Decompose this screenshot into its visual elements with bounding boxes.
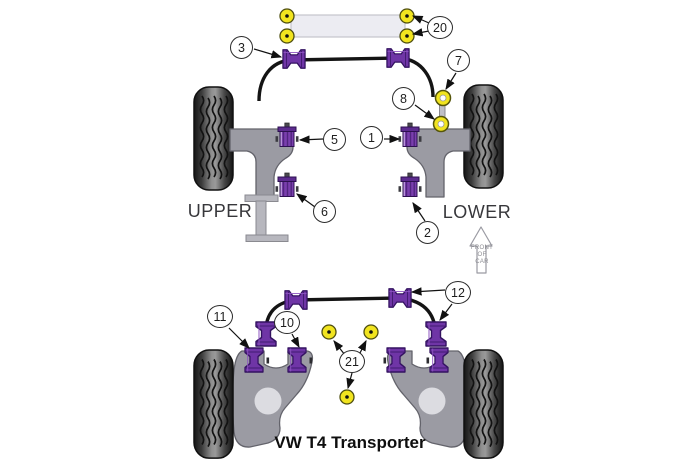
callout-8-label: 8	[400, 91, 407, 106]
callout-20: 20	[427, 16, 453, 39]
drop-link	[432, 89, 452, 133]
callout-1-label: 1	[368, 130, 375, 145]
callout-5: 5	[323, 128, 346, 151]
callout-7: 7	[447, 49, 470, 72]
front-of-car-line1: FRONT	[470, 245, 494, 251]
callout-10: 10	[274, 311, 300, 334]
rear-arb-bushing-right	[388, 288, 412, 308]
callout-2-label: 2	[424, 225, 431, 240]
callout-21-label: 21	[345, 354, 359, 369]
rear-arb-end-bushing-left	[255, 321, 277, 347]
front-of-car-line3: CAR	[475, 259, 489, 265]
front-of-car-arrow	[469, 226, 493, 274]
rear-tire-left	[194, 350, 233, 458]
rear-arb-bushing-left	[284, 290, 308, 310]
callout-11-label: 11	[213, 309, 227, 324]
upper-arm-rear-bushing-left	[274, 172, 300, 198]
callout-2: 2	[416, 221, 439, 244]
strut-brace-plate	[290, 14, 406, 38]
callout-12: 12	[445, 281, 471, 304]
callout-6-label: 6	[321, 204, 328, 219]
rear-tire-right	[464, 350, 503, 458]
mounting-bracket	[244, 194, 289, 242]
callout-5-label: 5	[331, 132, 338, 147]
lower-arm-bushings	[244, 347, 449, 373]
upper-label: UPPER	[187, 201, 253, 221]
callout-11: 11	[207, 305, 233, 328]
callout-20-label: 20	[433, 20, 447, 35]
front-of-car-label: FRONT OF CAR	[462, 245, 502, 266]
callout-7-label: 7	[455, 53, 462, 68]
front-tire-left	[194, 87, 233, 190]
upper-arm-rear-bushing-right	[397, 172, 423, 198]
callout-6: 6	[313, 200, 336, 223]
callout-3: 3	[230, 36, 253, 59]
callout-3-label: 3	[238, 40, 245, 55]
callout-12-label: 12	[451, 285, 465, 300]
callout-8: 8	[392, 87, 415, 110]
lower-label: LOWER	[442, 202, 512, 222]
diagram-caption: VW T4 Transporter	[274, 433, 426, 452]
front-of-car-line2: OF	[477, 252, 487, 258]
callout-1: 1	[360, 126, 383, 149]
callout-21: 21	[339, 350, 365, 373]
front-arb-bushing-left	[282, 49, 306, 69]
callout-10-label: 10	[280, 315, 294, 330]
front-arb-bushing-right	[386, 48, 410, 68]
rear-arb-end-bushing-right	[425, 321, 447, 347]
